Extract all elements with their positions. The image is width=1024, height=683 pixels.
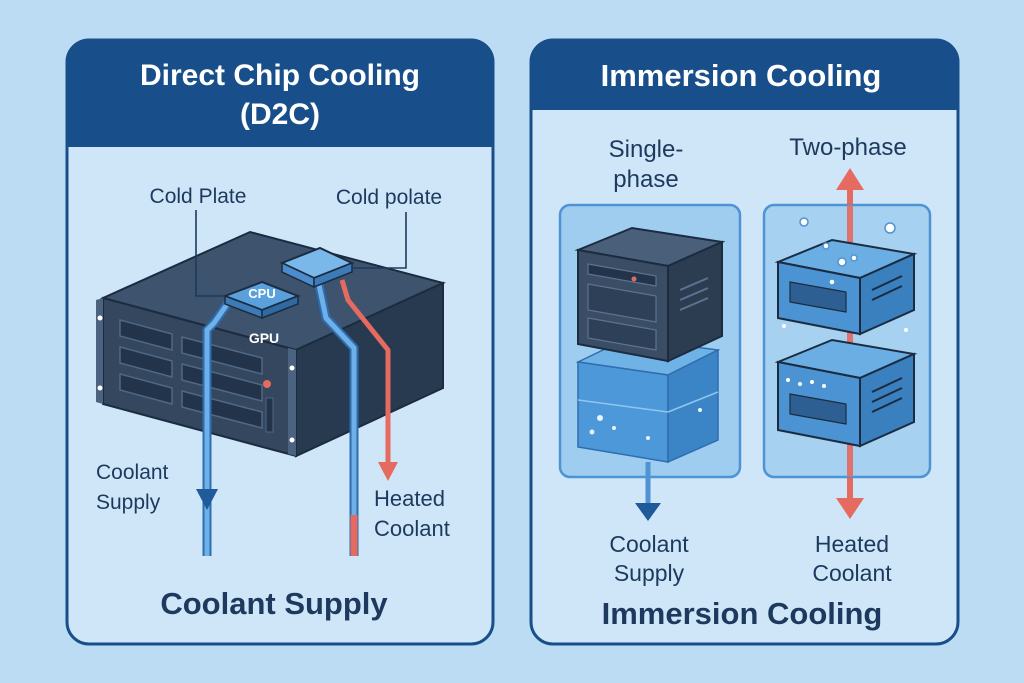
- left-panel-title-line2: (D2C): [240, 98, 320, 131]
- label-right-heated-coolant-line2: Coolant: [812, 560, 892, 586]
- cold-plate-leader-2: [352, 212, 407, 269]
- coolant-return-pipe: [315, 279, 357, 515]
- label-right-heated-coolant-line1: Heated: [815, 531, 889, 557]
- single-phase-server: [574, 226, 726, 363]
- coolant-pipes: [196, 279, 398, 556]
- coolant-supply-pipe: [204, 298, 233, 556]
- single-phase-supply-arrow: [635, 503, 661, 521]
- two-phase-down-arrow: [836, 498, 864, 519]
- label-coolant-supply-line1: Coolant: [96, 461, 169, 484]
- chip-label-gpu: GPU: [249, 330, 279, 346]
- label-right-coolant-supply-line1: Coolant: [609, 531, 689, 557]
- right-panel-footer: Immersion Cooling: [602, 596, 883, 631]
- heated-coolant-arrow: [378, 462, 398, 481]
- label-coolant-supply-line2: Supply: [96, 491, 161, 514]
- two-phase-server-lower: [774, 338, 918, 448]
- label-heated-coolant-line2: Coolant: [374, 516, 450, 541]
- coolant-supply-arrow: [196, 489, 218, 510]
- left-panel-footer: Coolant Supply: [160, 586, 388, 621]
- right-panel-header: [531, 40, 958, 110]
- label-single-phase-line2: phase: [613, 166, 678, 193]
- left-panel-header: [67, 40, 493, 147]
- left-panel-title-line1: Direct Chip Cooling: [140, 59, 420, 92]
- vapor-bubbles: [782, 217, 908, 388]
- cold-plate-gpu: [279, 246, 355, 289]
- chip-label-cpu: CPU: [248, 286, 275, 301]
- label-right-coolant-supply-line2: Supply: [614, 560, 685, 586]
- two-phase-tank: [762, 168, 932, 519]
- server-led: [263, 380, 271, 388]
- right-panel-title: Immersion Cooling: [601, 58, 882, 93]
- two-phase-up-arrow: [836, 168, 864, 190]
- cold-plate-leader-1: [195, 210, 225, 297]
- two-phase-server-upper: [774, 238, 918, 336]
- label-cold-plate-1: Cold Plate: [150, 185, 247, 208]
- label-single-phase-line1: Single-: [609, 136, 684, 163]
- left-panel: Direct Chip Cooling (D2C): [65, 38, 495, 646]
- label-heated-coolant-line1: Heated: [374, 486, 445, 511]
- single-phase-tank: [558, 203, 742, 479]
- label-two-phase: Two-phase: [789, 134, 906, 161]
- label-cold-plate-2: Cold polate: [336, 186, 442, 209]
- cold-plate-cpu: [222, 280, 301, 320]
- heated-coolant-pipe: [339, 279, 391, 466]
- right-panel: Immersion Cooling Single- phase Two-phas…: [529, 38, 960, 646]
